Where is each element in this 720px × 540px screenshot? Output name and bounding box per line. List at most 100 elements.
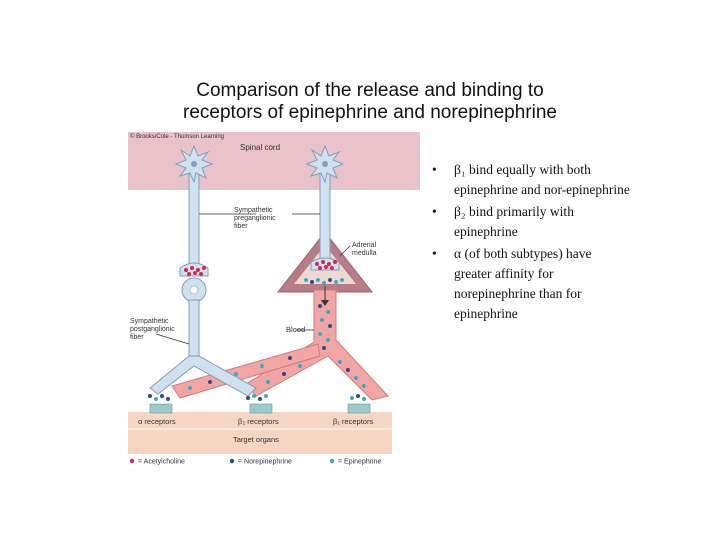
spinal-cord-band xyxy=(128,132,420,190)
norepinephrine-molecule xyxy=(166,397,170,401)
acetylcholine-molecule xyxy=(333,260,337,264)
epinephrine-molecule xyxy=(264,394,268,398)
acetylcholine-molecule xyxy=(184,268,188,272)
adrenal-to-blood-arrowhead xyxy=(321,300,329,306)
adrenal-line-1: Adrenal xyxy=(352,242,377,249)
slide-title: Comparison of the release and binding to… xyxy=(130,80,610,124)
epinephrine-molecule xyxy=(316,278,320,282)
legend-norepinephrine-dot xyxy=(229,458,235,464)
legend-acetylcholine: = Acetylcholine xyxy=(138,459,185,466)
norepinephrine-molecule xyxy=(160,394,164,398)
postganglionic-leader xyxy=(155,333,190,345)
epinephrine-molecule xyxy=(334,280,338,284)
left-neuron-nucleus xyxy=(191,161,197,167)
legend-norepinephrine: = Norepinephrine xyxy=(238,459,292,466)
epinephrine-molecule xyxy=(298,364,302,368)
bullet-marker: • xyxy=(432,246,437,261)
beta1-receptor-block xyxy=(347,403,371,414)
bullet-text: β₁ bind equally with both epinephrine an… xyxy=(454,162,630,197)
beta2-receptor-block xyxy=(249,403,273,414)
bullet-text: α (of both subtypes) have greater affini… xyxy=(454,246,592,321)
preganglionic-line-3: fiber xyxy=(234,223,248,230)
acetylcholine-molecule xyxy=(330,266,334,270)
copyright-text: © Brooks/Cole - Thomson Learning xyxy=(130,133,224,140)
acetylcholine-molecule xyxy=(202,266,206,270)
epinephrine-molecule xyxy=(362,397,366,401)
blood-label: Blood xyxy=(286,325,305,334)
spinal-cord-label: Spinal cord xyxy=(240,143,280,152)
acetylcholine-molecule xyxy=(187,272,191,276)
adrenal-leader xyxy=(339,245,351,257)
norepinephrine-molecule xyxy=(148,394,152,398)
target-organs-label: Target organs xyxy=(233,435,279,444)
title-line-2: receptors of epinephrine and norepinephr… xyxy=(183,102,557,123)
bullet-marker: • xyxy=(432,204,437,219)
beta1-receptors-label: β₁ receptors xyxy=(333,417,373,426)
alpha-receptor-block xyxy=(149,403,173,414)
postganglionic-line-3: fiber xyxy=(130,334,144,341)
norepinephrine-molecule xyxy=(318,304,322,308)
postganglionic-nucleus xyxy=(189,285,199,295)
norepinephrine-molecule xyxy=(288,356,292,360)
postganglionic-line-1: Sympathetic xyxy=(130,318,169,325)
norepinephrine-molecule xyxy=(282,372,286,376)
epinephrine-molecule xyxy=(350,396,354,400)
left-preganglionic-axon xyxy=(188,169,200,269)
epinephrine-molecule xyxy=(338,360,342,364)
epinephrine-molecule xyxy=(266,380,270,384)
molecule-dots xyxy=(148,260,366,401)
norepinephrine-molecule xyxy=(258,397,262,401)
acetylcholine-molecule xyxy=(327,262,331,266)
acetylcholine-molecule xyxy=(321,260,325,264)
norepinephrine-molecule xyxy=(328,278,332,282)
adrenal-medulla-label: Adrenal medulla xyxy=(352,242,378,257)
epinephrine-molecule xyxy=(322,281,326,285)
norepinephrine-molecule xyxy=(322,346,326,350)
norepinephrine-molecule xyxy=(346,368,350,372)
norepinephrine-molecule xyxy=(246,396,250,400)
acetylcholine-molecule xyxy=(318,266,322,270)
legend-epinephrine: = Epinephrine xyxy=(338,459,382,466)
epinephrine-molecule xyxy=(320,318,324,322)
norepinephrine-molecule xyxy=(328,324,332,328)
postganglionic-line-2: postganglionic xyxy=(130,326,175,333)
title-line-1: Comparison of the release and binding to xyxy=(196,80,544,101)
preganglionic-fiber-label: Sympathetic preganglionic fiber xyxy=(234,207,278,230)
left-postganglionic-axon xyxy=(188,299,200,361)
epinephrine-molecule xyxy=(234,372,238,376)
bullet-list: • β₁ bind equally with both epinephrine … xyxy=(430,160,630,326)
acetylcholine-molecule xyxy=(196,268,200,272)
epinephrine-molecule xyxy=(252,394,256,398)
bullet-item-alpha: • α (of both subtypes) have greater affi… xyxy=(430,244,630,324)
acetylcholine-molecule xyxy=(199,272,203,276)
bullet-text: β₂ bind primarily with epinephrine xyxy=(454,204,574,239)
epinephrine-molecule xyxy=(304,278,308,282)
right-preganglionic-axon xyxy=(319,169,331,261)
epinephrine-molecule xyxy=(326,310,330,314)
legend-epinephrine-dot xyxy=(329,458,335,464)
acetylcholine-molecule xyxy=(315,262,319,266)
epinephrine-molecule xyxy=(260,364,264,368)
legend-acetylcholine-dot xyxy=(129,458,135,464)
bullet-item-beta1: • β₁ bind equally with both epinephrine … xyxy=(430,160,630,200)
epinephrine-molecule xyxy=(326,338,330,342)
epinephrine-molecule xyxy=(154,397,158,401)
target-organs-band xyxy=(128,412,392,454)
norepinephrine-molecule xyxy=(356,394,360,398)
norepinephrine-molecule xyxy=(208,380,212,384)
beta2-receptors-label: β₂ receptors xyxy=(238,417,279,426)
acetylcholine-molecule xyxy=(190,266,194,270)
epinephrine-molecule xyxy=(362,384,366,388)
preganglionic-line-1: Sympathetic xyxy=(234,207,273,214)
alpha-receptors-label: α receptors xyxy=(138,417,176,426)
epinephrine-molecule xyxy=(354,376,358,380)
postganglionic-branches xyxy=(149,355,257,397)
epinephrine-molecule xyxy=(188,386,192,390)
bullet-item-beta2: • β₂ bind primarily with epinephrine xyxy=(430,202,630,242)
adrenal-line-2: medulla xyxy=(352,250,377,257)
preganglionic-line-2: preganglionic xyxy=(234,215,276,222)
right-neuron-nucleus xyxy=(322,161,328,167)
acetylcholine-molecule xyxy=(193,271,197,275)
epinephrine-molecule xyxy=(318,332,322,336)
